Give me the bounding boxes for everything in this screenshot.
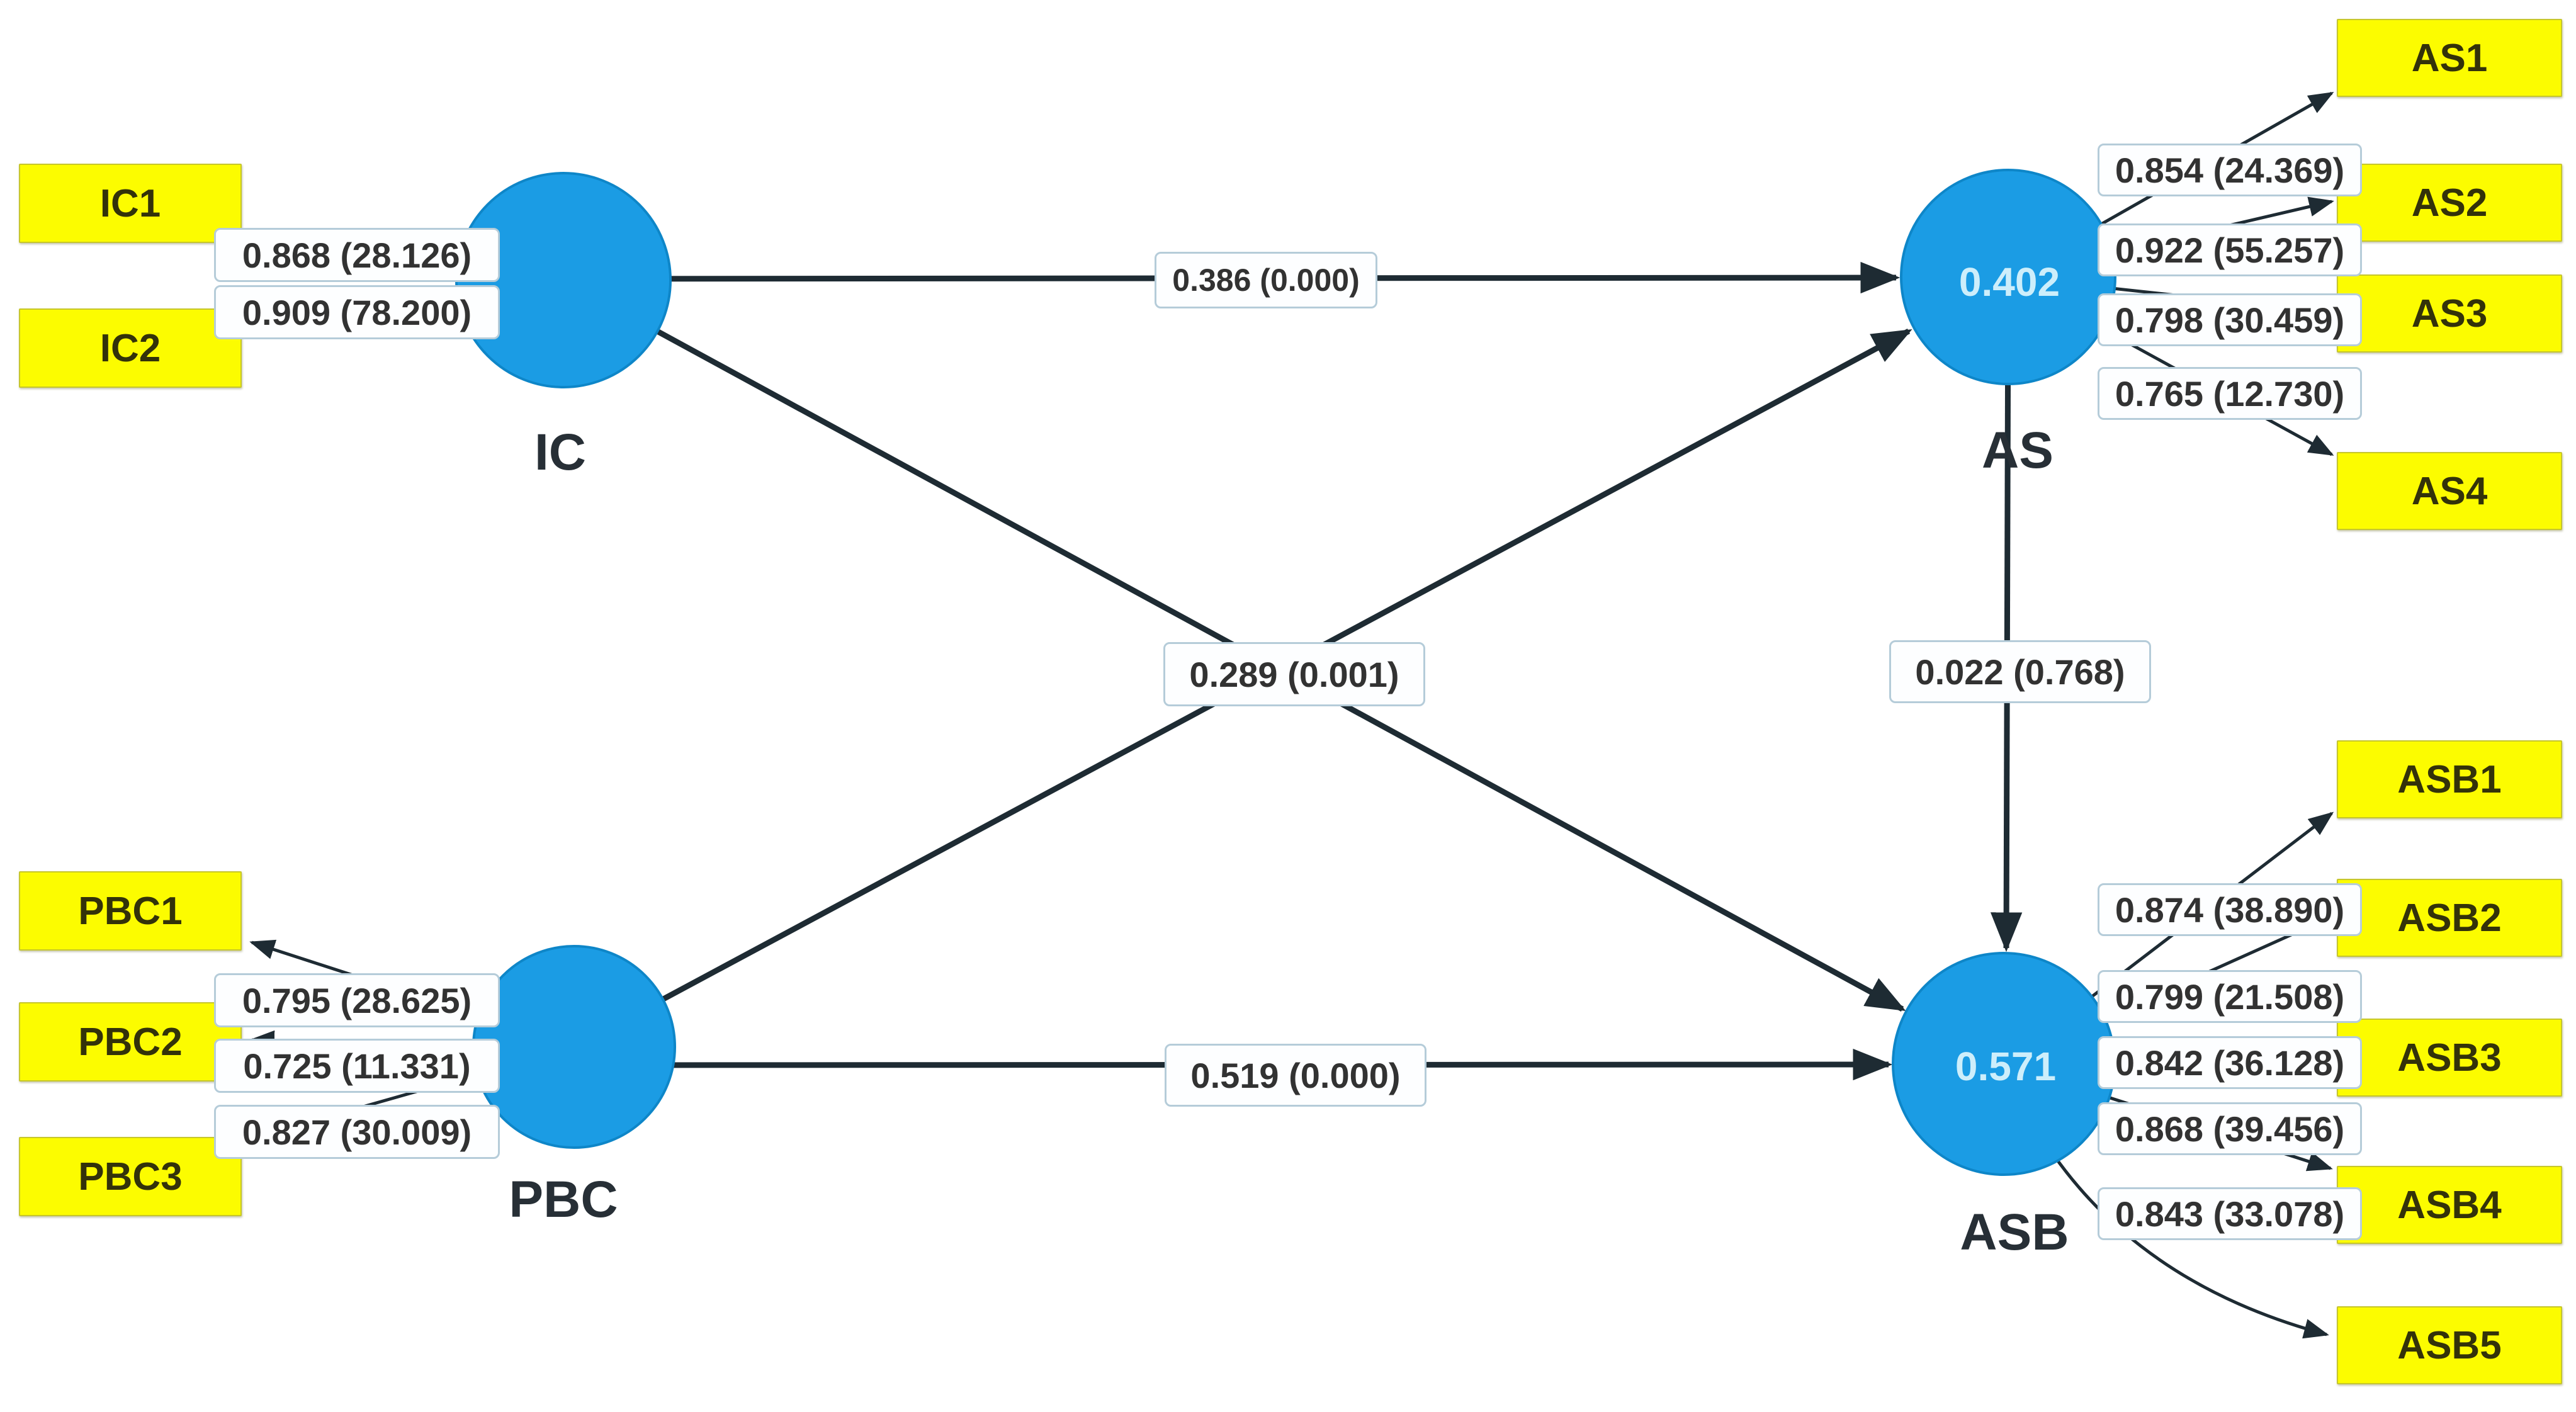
indicator-ASB2-label: ASB2 [2397, 896, 2502, 940]
loading-PBC1-text: 0.795 (28.625) [242, 980, 472, 1020]
loading-ASB1: 0.874 (38.890) [2098, 883, 2362, 936]
loading-AS3-text: 0.798 (30.459) [2115, 300, 2345, 340]
construct-ASB-name-text: ASB [1960, 1204, 2069, 1261]
loading-ASB1-text: 0.874 (38.890) [2115, 890, 2345, 930]
path-label-PBC-ASB-text: 0.519 (0.000) [1190, 1055, 1401, 1095]
construct-PBC-name-text: PBC [509, 1171, 618, 1228]
indicator-ASB1[interactable]: ASB1 [2337, 740, 2562, 818]
indicator-AS4[interactable]: AS4 [2337, 452, 2562, 530]
loading-IC1: 0.868 (28.126) [214, 228, 500, 282]
indicator-AS1-label: AS1 [2411, 36, 2488, 80]
indicator-AS3[interactable]: AS3 [2337, 274, 2562, 353]
indicator-ASB2[interactable]: ASB2 [2337, 879, 2562, 957]
loading-ASB4: 0.868 (39.456) [2098, 1102, 2362, 1155]
indicator-ASB3[interactable]: ASB3 [2337, 1019, 2562, 1097]
construct-AS-r2-text: 0.402 [1958, 259, 2060, 305]
indicator-AS1[interactable]: AS1 [2337, 19, 2562, 97]
loading-PBC3-text: 0.827 (30.009) [242, 1112, 472, 1152]
indicator-IC1-label: IC1 [99, 181, 161, 225]
construct-AS-r2: 0.402 [1959, 259, 2060, 305]
loading-PBC3: 0.827 (30.009) [214, 1105, 500, 1159]
construct-AS-name: AS [1982, 421, 2053, 480]
loading-ASB2-text: 0.799 (21.508) [2115, 976, 2345, 1017]
loading-PBC2: 0.725 (11.331) [214, 1039, 500, 1093]
path-label-crossing: 0.289 (0.001) [1163, 642, 1425, 706]
loading-IC2: 0.909 (78.200) [214, 285, 500, 339]
loading-ASB3: 0.842 (36.128) [2098, 1036, 2362, 1089]
indicator-PBC1-label: PBC1 [78, 889, 183, 933]
indicator-ASB4-label: ASB4 [2397, 1183, 2502, 1227]
path-label-IC-AS: 0.386 (0.000) [1155, 252, 1377, 308]
indicator-PBC3-label: PBC3 [78, 1155, 183, 1199]
loading-IC2-text: 0.909 (78.200) [242, 292, 472, 332]
loading-AS1-text: 0.854 (24.369) [2115, 150, 2345, 190]
construct-PBC-name: PBC [509, 1170, 618, 1229]
loading-PBC2-text: 0.725 (11.331) [243, 1046, 471, 1086]
path-label-AS-ASB: 0.022 (0.768) [1889, 640, 2151, 703]
path-label-crossing-text: 0.289 (0.001) [1189, 654, 1399, 694]
indicator-ASB5-label: ASB5 [2397, 1323, 2502, 1367]
indicator-PBC1[interactable]: PBC1 [19, 871, 242, 951]
construct-PBC-circle[interactable] [472, 945, 676, 1149]
indicator-IC2[interactable]: IC2 [19, 308, 242, 388]
loading-ASB3-text: 0.842 (36.128) [2115, 1042, 2345, 1083]
loading-AS3: 0.798 (30.459) [2098, 293, 2362, 346]
indicator-PBC2-label: PBC2 [78, 1020, 183, 1064]
loading-ASB5-text: 0.843 (33.078) [2115, 1194, 2345, 1234]
loading-AS1: 0.854 (24.369) [2098, 144, 2362, 196]
construct-IC-name-text: IC [534, 424, 586, 481]
indicator-ASB4[interactable]: ASB4 [2337, 1166, 2562, 1244]
construct-ASB-name: ASB [1960, 1203, 2069, 1262]
loading-AS2-text: 0.922 (55.257) [2115, 230, 2345, 270]
loading-AS4-text: 0.765 (12.730) [2115, 373, 2345, 414]
loading-AS4: 0.765 (12.730) [2098, 367, 2362, 420]
loading-IC1-text: 0.868 (28.126) [242, 235, 472, 275]
construct-AS-name-text: AS [1982, 422, 2053, 479]
path-label-AS-ASB-text: 0.022 (0.768) [1915, 652, 2125, 692]
indicator-IC2-label: IC2 [99, 326, 161, 370]
indicator-IC1[interactable]: IC1 [19, 164, 242, 243]
indicator-ASB1-label: ASB1 [2397, 757, 2502, 801]
indicator-AS4-label: AS4 [2411, 469, 2488, 513]
path-AS-ASB[interactable] [1990, 276, 2023, 952]
loading-PBC1: 0.795 (28.625) [214, 973, 500, 1027]
indicator-PBC3[interactable]: PBC3 [19, 1137, 242, 1216]
path-label-PBC-ASB: 0.519 (0.000) [1165, 1044, 1426, 1107]
construct-ASB-r2-text: 0.571 [1955, 1044, 2057, 1089]
loading-ASB4-text: 0.868 (39.456) [2115, 1109, 2345, 1149]
construct-ASB-r2: 0.571 [1955, 1043, 2056, 1090]
construct-IC-name: IC [534, 423, 586, 482]
path-label-IC-AS-text: 0.386 (0.000) [1172, 263, 1360, 298]
loading-ASB2: 0.799 (21.508) [2098, 970, 2362, 1023]
indicator-AS2[interactable]: AS2 [2337, 164, 2562, 242]
indicator-AS3-label: AS3 [2411, 291, 2488, 336]
loading-AS2: 0.922 (55.257) [2098, 223, 2362, 276]
indicator-PBC2[interactable]: PBC2 [19, 1002, 242, 1082]
indicator-ASB3-label: ASB3 [2397, 1036, 2502, 1080]
construct-AS-circle[interactable] [1900, 169, 2116, 385]
loading-ASB5: 0.843 (33.078) [2098, 1187, 2362, 1240]
indicator-AS2-label: AS2 [2411, 181, 2488, 225]
indicator-ASB5[interactable]: ASB5 [2337, 1306, 2562, 1384]
